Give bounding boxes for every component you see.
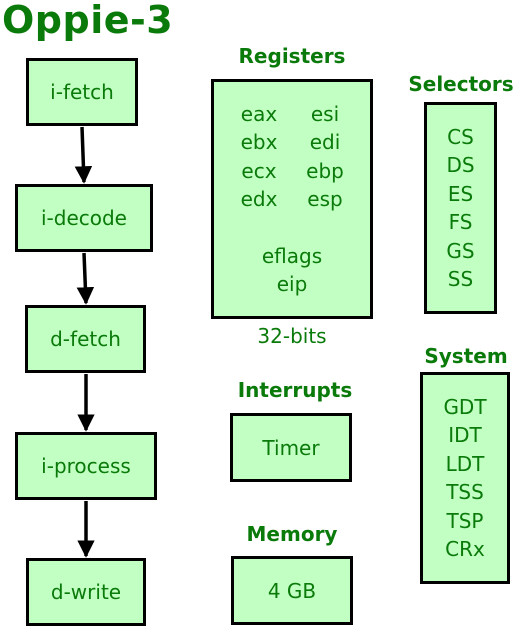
register-eflags: eflags: [261, 243, 323, 268]
register-ebx: ebx: [240, 130, 278, 154]
diagram-title: Oppie-3: [2, 0, 174, 42]
system-heading: System: [424, 344, 508, 368]
pipeline-stage-i-fetch: i-fetch: [26, 58, 138, 126]
system-ldt: LDT: [445, 451, 485, 476]
interrupts-heading: Interrupts: [237, 378, 353, 402]
registers-width-caption: 32-bits: [257, 324, 327, 348]
selectors-box: CS DS ES FS GS SS: [424, 102, 497, 314]
arrow-idecode-to-dfetch: [76, 252, 95, 305]
system-box: GDT IDT LDT TSS TSP CRx: [420, 372, 510, 584]
selectors-list: CS DS ES FS GS SS: [446, 123, 474, 294]
selector-ss: SS: [447, 267, 474, 291]
system-tsp: TSP: [446, 508, 484, 533]
pipeline-stage-i-process: i-process: [15, 432, 157, 500]
register-ebp: ebp: [306, 158, 344, 183]
register-esp: esp: [307, 187, 343, 211]
registers-grid: eax esi ebx edi ecx ebp edx esp: [226, 100, 358, 214]
system-tss: TSS: [446, 480, 484, 504]
selectors-heading: Selectors: [408, 72, 514, 96]
selector-ds: DS: [446, 153, 475, 177]
selector-fs: FS: [448, 210, 473, 234]
system-list: GDT IDT LDT TSS TSP CRx: [443, 393, 486, 564]
registers-content: eax esi ebx edi ecx ebp edx esp eflags e…: [226, 100, 358, 299]
registers-heading: Registers: [238, 44, 346, 68]
system-gdt: GDT: [443, 394, 487, 419]
register-ecx: ecx: [241, 158, 277, 183]
memory-heading: Memory: [246, 522, 338, 546]
register-eax: eax: [240, 101, 278, 126]
interrupts-timer-box: Timer: [230, 413, 352, 482]
pipeline-stage-d-fetch: d-fetch: [25, 305, 146, 373]
memory-box: 4 GB: [231, 556, 353, 625]
system-idt: IDT: [448, 423, 482, 447]
pipeline-stage-d-write: d-write: [26, 558, 146, 626]
register-eip: eip: [276, 272, 308, 296]
registers-box: eax esi ebx edi ecx ebp edx esp eflags e…: [211, 79, 373, 319]
register-esi: esi: [310, 101, 340, 126]
arrow-ifetch-to-idecode: [74, 126, 93, 184]
system-crx: CRx: [445, 537, 485, 561]
register-edx: edx: [240, 187, 278, 211]
register-edi: edi: [309, 130, 341, 154]
pipeline-stage-i-decode: i-decode: [15, 184, 153, 252]
selector-gs: GS: [446, 238, 475, 263]
selector-es: ES: [447, 181, 474, 206]
selector-cs: CS: [447, 124, 474, 149]
